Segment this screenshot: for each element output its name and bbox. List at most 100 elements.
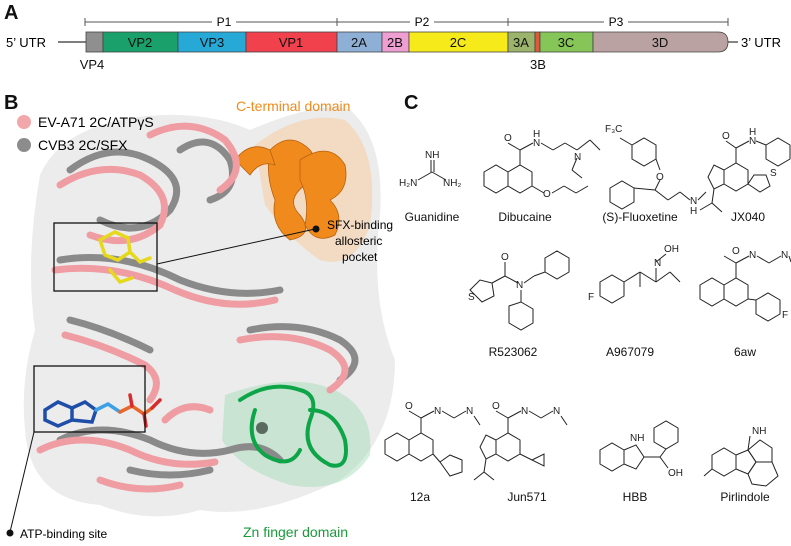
structure-jx040 <box>699 137 791 213</box>
segment-vp4 <box>85 31 104 53</box>
legend-swatch-ev-a71 <box>17 115 31 129</box>
atom-12a-n2: N <box>466 406 473 417</box>
compound-name-6aw: 6aw <box>733 345 756 359</box>
atom-jun-n2: N <box>553 406 560 417</box>
legend-label-cvb3: CVB3 2C/SFX <box>38 137 128 153</box>
region-p3: P3 <box>609 15 624 29</box>
cvb3-ribbon <box>56 138 359 479</box>
sfx-pocket-label-3: pocket <box>342 250 378 264</box>
atom-a967-n: N <box>654 258 661 269</box>
zn-finger-label: Zn finger domain <box>243 524 348 540</box>
atom-guanidine-nh2: NH₂ <box>443 178 461 189</box>
compound-name-r523062: R523062 <box>488 345 538 359</box>
structure-jun571 <box>473 410 568 481</box>
atom-dibucaine-o: O <box>504 133 512 144</box>
c-terminal-helices <box>234 139 347 241</box>
zn-finger-loop <box>238 384 348 468</box>
compound-name-pirlindole: Pirlindole <box>720 490 770 504</box>
zn-surface <box>222 381 371 487</box>
atom-fluoxetine-n: N <box>690 196 697 207</box>
atom-6aw-o: O <box>732 246 740 257</box>
structure-hbb <box>599 420 679 472</box>
sfx-callout-dot <box>312 225 320 233</box>
atom-a967-oh: OH <box>664 244 679 255</box>
region-p2: P2 <box>415 15 430 29</box>
region-p1: P1 <box>217 15 232 29</box>
atom-6aw-f: F <box>782 310 788 321</box>
segment-label-3d: 3D <box>652 35 669 50</box>
atom-fluoxetine-h: H <box>690 206 697 217</box>
atom-dibucaine-n2: N <box>574 152 581 163</box>
atp-callout-dot <box>6 529 14 537</box>
atom-jx040-s: S <box>770 168 777 179</box>
polyprotein-brackets <box>84 18 729 26</box>
compound-name-fluoxetine: (S)-Fluoxetine <box>602 210 678 224</box>
structure-a967079 <box>599 253 681 304</box>
atom-jun-o: O <box>492 401 500 412</box>
segment-label-2a: 2A <box>351 35 367 50</box>
compound-name-12a: 12a <box>409 490 431 504</box>
compound-name-a967079: A967079 <box>605 345 655 359</box>
atom-jx040-h: H <box>749 127 756 138</box>
atom-hbb-n: NH <box>630 433 644 444</box>
structure-pirlindole <box>703 435 779 487</box>
protein-structure <box>6 107 395 537</box>
segment-label-2b: 2B <box>387 35 403 50</box>
atom-dibucaine-n: N <box>533 138 540 149</box>
atom-12a-o: O <box>405 401 413 412</box>
atp-site-box <box>33 365 146 433</box>
atom-6aw-n2: N <box>781 250 788 261</box>
atom-fluoxetine-cf3: F₃C <box>605 124 622 135</box>
atom-a967-f: F <box>588 292 594 303</box>
sfx-pocket-label-1: SFX-binding <box>327 218 393 232</box>
ev-a71-ribbon <box>36 122 349 493</box>
segment-3b <box>534 31 541 53</box>
structure-dibucaine <box>483 139 601 194</box>
segment-label-2c: 2C <box>450 35 467 50</box>
segment-label-vp3: VP3 <box>200 35 225 50</box>
structure-12a <box>384 410 481 477</box>
structure-fluoxetine <box>609 137 707 210</box>
atom-fluoxetine-o: O <box>656 172 664 183</box>
atom-jx040-o: O <box>722 131 730 142</box>
atom-jx040-n: N <box>749 136 756 147</box>
atom-labels: NH H₂N NH₂ O N H N O F₃C O N H O N H S O… <box>399 124 788 479</box>
atom-guanidine-nh: NH <box>425 150 439 161</box>
utr5-label: 5’ UTR <box>6 35 46 50</box>
atp-callout-line <box>9 431 35 533</box>
sfx-pocket-box <box>53 222 158 292</box>
atp-site-label: ATP-binding site <box>20 527 107 541</box>
c-terminal-label: C-terminal domain <box>236 98 350 114</box>
compound-name-jx040: JX040 <box>730 210 766 224</box>
legend-swatch-cvb3 <box>17 138 31 152</box>
compound-name-jun571: Jun571 <box>507 490 547 504</box>
panel-a-label: A <box>4 2 19 24</box>
atom-r523-o: O <box>501 252 509 263</box>
segment-label-3c: 3C <box>558 35 575 50</box>
segment-label-3a: 3A <box>513 35 529 50</box>
compound-name-hbb: HBB <box>622 490 648 504</box>
atom-6aw-n: N <box>749 250 756 261</box>
sfx-ligand <box>97 230 152 285</box>
segment-label-vp2: VP2 <box>128 35 153 50</box>
label-3b: 3B <box>530 57 546 72</box>
structure-6aw <box>699 255 791 322</box>
structure-r523062 <box>469 250 570 331</box>
sfx-pocket-label-2: allosteric <box>335 234 382 248</box>
compound-name-dibucaine: Dibucaine <box>498 210 552 224</box>
atom-guanidine-h2n: H₂N <box>399 178 417 189</box>
compound-structures <box>384 137 791 487</box>
segment-3d <box>592 31 729 53</box>
structure-guanidine <box>417 160 447 181</box>
atom-hbb-oh: OH <box>668 468 683 479</box>
utr3-label: 3’ UTR <box>741 35 781 50</box>
zinc-ion <box>256 422 268 434</box>
sfx-callout-line <box>156 228 316 265</box>
atom-pirlindole-nh: NH <box>752 426 766 437</box>
atom-r523-s: S <box>468 292 475 303</box>
segment-label-vp1: VP1 <box>279 35 304 50</box>
atom-dibucaine-o2: O <box>543 189 551 200</box>
panel-b-label: B <box>4 92 19 114</box>
atom-12a-n: N <box>434 406 441 417</box>
